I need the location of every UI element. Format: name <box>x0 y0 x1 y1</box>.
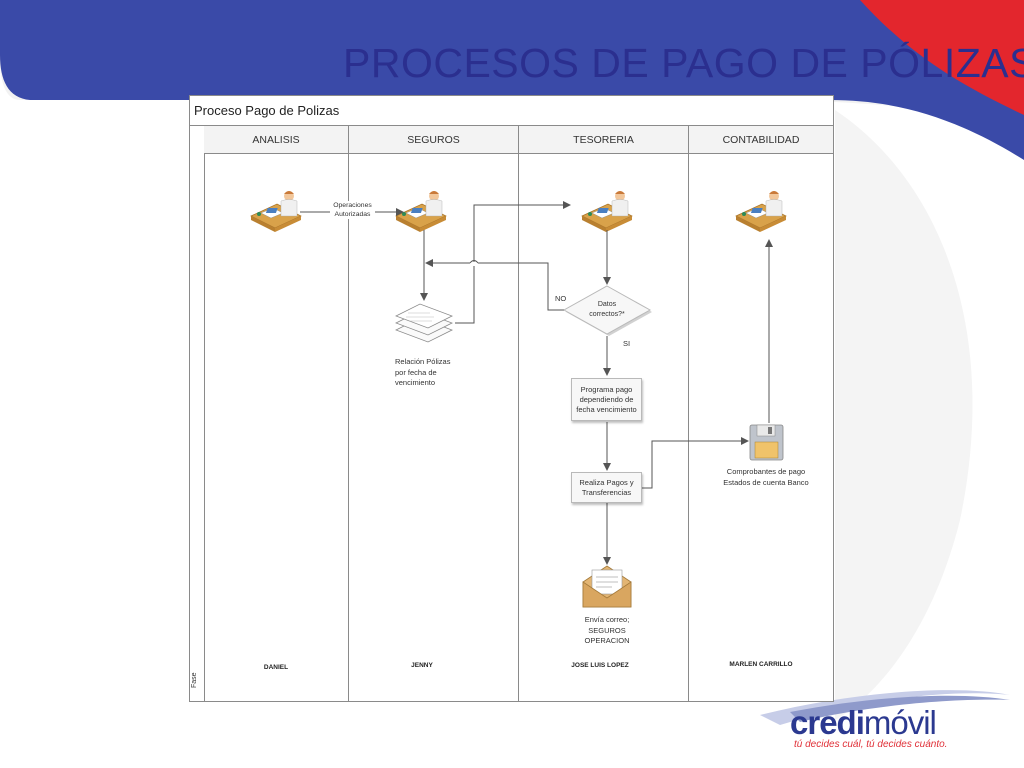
pool-title: Proceso Pago de Polizas <box>194 103 340 118</box>
slide-title: PROCESOS DE PAGO DE PÓLIZAS <box>343 40 1024 86</box>
lane-tesoreria <box>519 154 689 701</box>
step-programa-pago: Programa pago dependiendo de fecha venci… <box>571 378 642 421</box>
logo-wordmark: credimóvil <box>790 704 937 742</box>
mail-label-envia: Envía correo; SEGUROS OPERACION <box>584 615 630 645</box>
lane-contabilidad <box>689 154 833 701</box>
lane-analisis <box>204 154 349 701</box>
phase-column <box>190 126 205 701</box>
lane-seguros <box>349 154 519 701</box>
pool-header-divider <box>190 125 833 126</box>
edge-label-operaciones: Operaciones Autorizadas <box>330 201 375 219</box>
step-realiza-pagos: Realiza Pagos y Transferencias <box>571 472 642 503</box>
logo-brand-a: credi <box>790 704 865 741</box>
logo-tagline: tú decides cuál, tú decides cuánto. <box>794 739 948 750</box>
lane-header-contabilidad: CONTABILIDAD <box>689 126 833 154</box>
person-jose-luis-lopez: JOSE LUIS LOPEZ <box>571 662 629 669</box>
doc-label-relacion: Relación Pólizas por fecha de vencimient… <box>395 357 451 387</box>
label-no: NO <box>555 294 567 303</box>
phase-label: Fase <box>191 672 198 688</box>
lane-header-seguros: SEGUROS <box>349 126 519 154</box>
person-marlen-carrillo: MARLEN CARRILLO <box>729 661 793 668</box>
store-label-comprobantes: Comprobantes de pago Estados de cuenta B… <box>723 467 809 487</box>
lane-header-analisis: ANALISIS <box>204 126 349 154</box>
lane-header-tesoreria: TESORERIA <box>519 126 689 154</box>
swimlane-pool: Proceso Pago de Polizas Fase ANALISIS SE… <box>189 95 834 702</box>
credimovil-logo: credimóvil tú decides cuál, tú decides c… <box>780 694 980 754</box>
label-si: SI <box>623 339 631 348</box>
logo-brand-b: móvil <box>863 704 937 741</box>
person-jenny: JENNY <box>411 662 433 669</box>
person-daniel: DANIEL <box>263 664 289 671</box>
decision-label: Datos correctos?* <box>589 301 625 318</box>
